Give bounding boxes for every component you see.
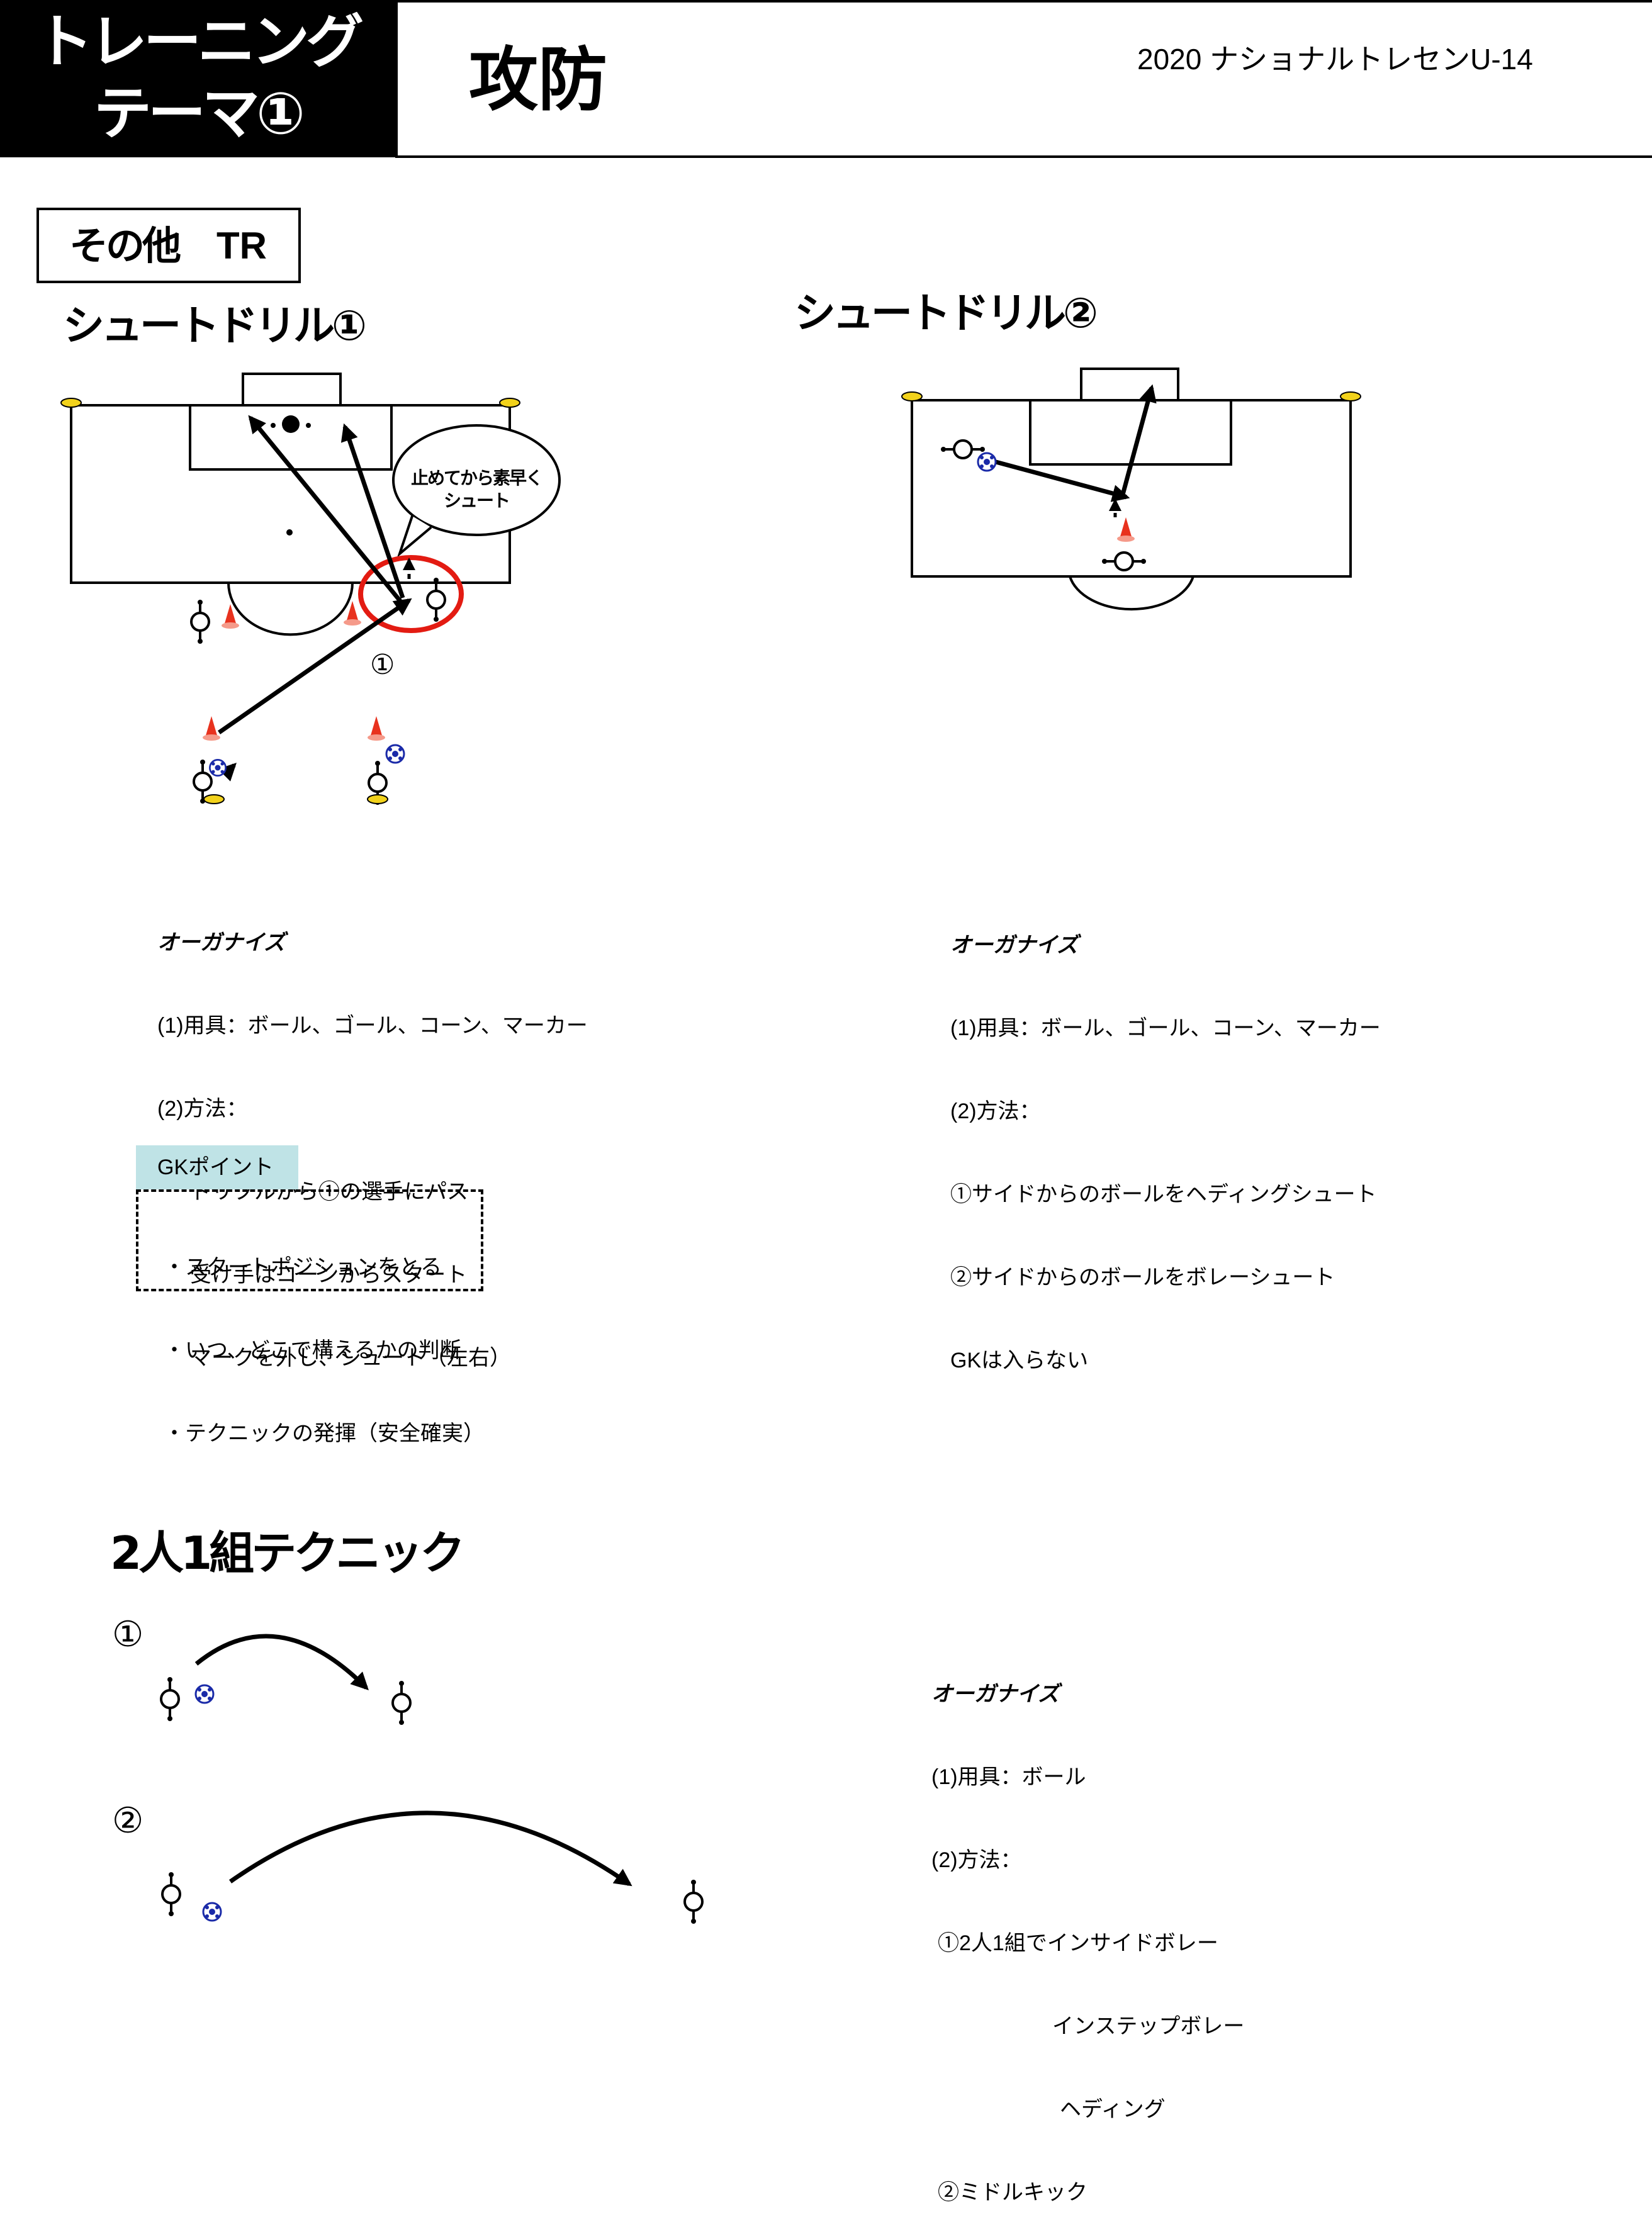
- organize-line: ②サイドからのボールをボレーシュート: [950, 1266, 1335, 1289]
- organize-line: ①サイドからのボールをヘディングシュート: [950, 1182, 1377, 1206]
- section-label-sub: TR: [216, 225, 267, 267]
- section-label-main: その他: [69, 223, 181, 269]
- organize-line: ①2人1組でインサイドボレー: [938, 1931, 1218, 1955]
- organize-method-label: (2)方法：: [931, 1848, 1022, 1872]
- drill1-bubble-text: 止めてから素早く シュート: [404, 467, 549, 512]
- drill1-title: シュートドリル①: [63, 301, 367, 350]
- drill2-pitch: [901, 368, 1361, 611]
- theme-line-1: トレーニング: [35, 8, 364, 76]
- gk-point-item: ・いつ、どこで構えるかの判断: [164, 1339, 461, 1362]
- drill2-organize: オーガナイズ (1)用具：ボール、ゴール、コーン、マーカー (2)方法： ①サイ…: [950, 876, 1381, 1402]
- organize-method-label: (2)方法：: [157, 1097, 248, 1121]
- organize-line: ヘディング: [1060, 2097, 1166, 2121]
- gk-point-item: ・スタートポジションをとる: [164, 1255, 442, 1279]
- pair-organize: オーガナイズ (1)用具：ボール (2)方法： ①2人1組でインサイドボレー イ…: [931, 1625, 1244, 2234]
- organize-heading: オーガナイズ: [931, 1682, 1059, 1706]
- organize-equipment: (1)用具：ボール: [931, 1765, 1086, 1789]
- pair-diagram-2: [161, 1810, 704, 1925]
- header-title-box: [395, 0, 1652, 158]
- drill1-balls: [209, 744, 405, 777]
- bubble-line-1: 止めてから素早く: [410, 468, 543, 488]
- drill1-cones: [203, 601, 385, 741]
- organize-method-label: (2)方法：: [950, 1099, 1041, 1123]
- theme-header-box: トレーニング テーマ①: [0, 0, 395, 157]
- drill2-title: シュートドリル②: [794, 289, 1098, 337]
- drill1-arrows: [218, 415, 415, 782]
- pair-label-2: ②: [112, 1800, 144, 1841]
- organize-heading: オーガナイズ: [157, 931, 285, 955]
- gk-point-box: ・スタートポジションをとる ・いつ、どこで構えるかの判断 ・テクニックの発揮（安…: [136, 1189, 485, 1445]
- pair-label-1: ①: [112, 1614, 144, 1655]
- organize-equipment: (1)用具：ボール、ゴール、コーン、マーカー: [950, 1016, 1381, 1040]
- organize-heading: オーガナイズ: [950, 933, 1078, 957]
- section-label-box: その他 TR: [37, 208, 301, 283]
- page-title: 攻防: [469, 40, 607, 120]
- organize-line: ②ミドルキック: [938, 2181, 1087, 2204]
- bubble-line-2: シュート: [443, 490, 510, 511]
- organize-line: GKは入らない: [950, 1349, 1089, 1372]
- theme-line-2: テーマ①: [94, 80, 305, 147]
- drill2-arrows: [981, 384, 1157, 517]
- organize-line: 受け手はコーンからスタート: [190, 1263, 468, 1287]
- organize-equipment: (1)用具：ボール、ゴール、コーン、マーカー: [157, 1014, 588, 1038]
- drill1-speech-bubble: [392, 424, 561, 536]
- pair-diagram-1: [160, 1634, 412, 1726]
- gk-point-item: ・テクニックの発揮（安全確実）: [164, 1422, 485, 1445]
- pair-title: 2人1組テクニック: [110, 1527, 465, 1580]
- page-subtitle: 2020 ナショナルトレセンU-14: [1137, 43, 1533, 76]
- organize-line: マークを外し、シュート（左右）: [190, 1346, 511, 1370]
- drill1-player-number: ①: [370, 649, 395, 681]
- gk-point-tag: GKポイント: [136, 1145, 298, 1189]
- organize-line: インステップボレー: [1052, 2014, 1245, 2038]
